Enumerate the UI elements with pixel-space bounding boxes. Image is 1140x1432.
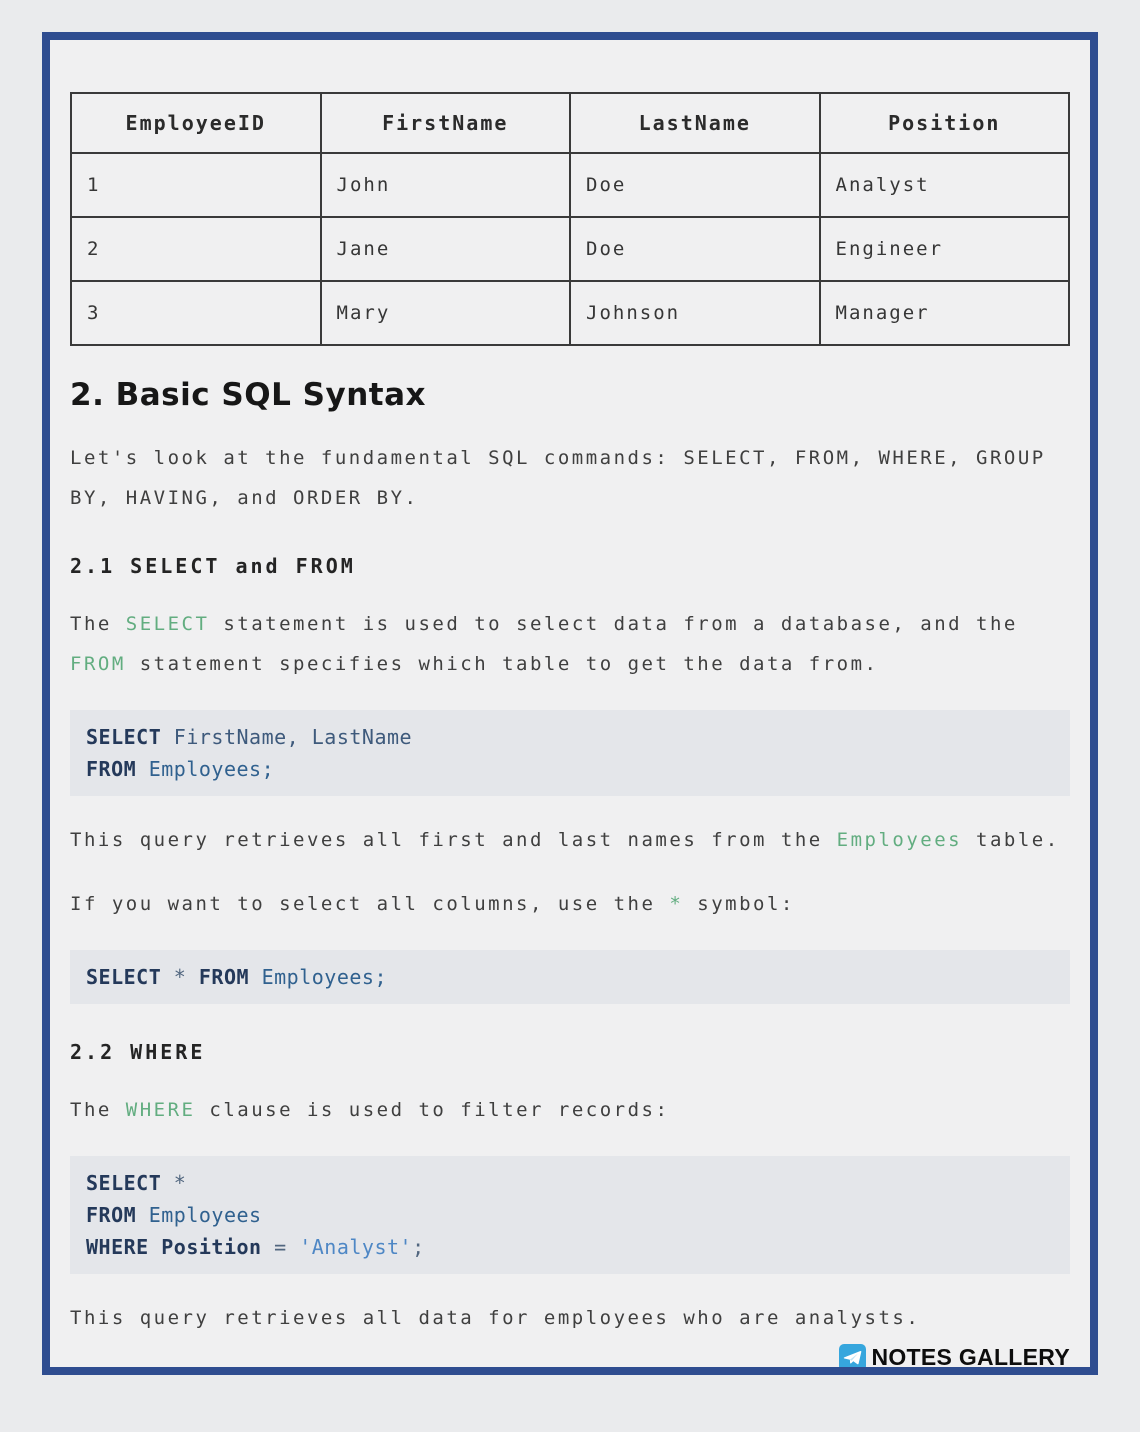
- text-segment: WHERE Position: [86, 1235, 262, 1259]
- table-cell: Analyst: [818, 152, 1070, 218]
- text-segment: SELECT: [86, 1171, 162, 1195]
- table-cell: 2: [70, 216, 322, 282]
- column-header: FirstName: [319, 92, 571, 154]
- text-segment: WHERE: [125, 1099, 196, 1121]
- where-description: The WHERE clause is used to filter recor…: [70, 1090, 1070, 1130]
- column-header: EmployeeID: [70, 92, 322, 154]
- text-segment: The: [70, 613, 126, 635]
- text-segment: *: [173, 1171, 187, 1195]
- code-block-where-filter: SELECT * FROM Employees WHERE Position =…: [70, 1156, 1070, 1274]
- telegram-icon: [839, 1344, 867, 1367]
- text-segment: Employees;: [136, 757, 275, 781]
- column-header: Position: [818, 92, 1070, 154]
- code-block-select-all: SELECT * FROM Employees;: [70, 950, 1070, 1004]
- table-cell: Mary: [319, 280, 571, 346]
- text-segment: Employees;: [249, 965, 387, 989]
- subsection-title-select-from: 2.1 SELECT and FROM: [70, 554, 356, 578]
- table-cell: Doe: [569, 216, 821, 282]
- text-segment: statement specifies which table to get t…: [125, 653, 879, 675]
- text-segment: FROM: [86, 1203, 137, 1227]
- text-segment: ;: [412, 1235, 425, 1259]
- text-segment: This query retrieves all first and last …: [70, 829, 837, 851]
- select-all-columns-note: If you want to select all columns, use t…: [70, 884, 1070, 924]
- table-cell: Manager: [818, 280, 1070, 346]
- notes-gallery-logo: NOTES GALLERY: [70, 1344, 1070, 1370]
- query-retrieves-note: This query retrieves all first and last …: [70, 820, 1070, 860]
- text-segment: *: [161, 965, 199, 989]
- table-cell: Doe: [569, 152, 821, 218]
- text-segment: Employees: [836, 829, 963, 851]
- column-header: LastName: [569, 92, 821, 154]
- text-segment: *: [669, 893, 684, 915]
- text-segment: statement is used to select data from a …: [209, 613, 1018, 635]
- code-block-select-columns: SELECT FirstName, LastName FROM Employee…: [70, 710, 1070, 796]
- text-segment: The: [70, 1099, 126, 1121]
- text-segment: =: [261, 1235, 300, 1259]
- text-segment: If you want to select all columns, use t…: [70, 893, 670, 915]
- text-segment: Employees: [148, 1203, 262, 1227]
- section-title: 2. Basic SQL Syntax: [70, 377, 426, 413]
- brand-name: NOTES GALLERY: [871, 1344, 1070, 1370]
- table-cell: Johnson: [569, 280, 821, 346]
- text-segment: FROM: [198, 965, 250, 989]
- subsection-title-where: 2.2 WHERE: [70, 1040, 206, 1064]
- table-cell: 1: [70, 152, 322, 218]
- table-cell: John: [319, 152, 571, 218]
- text-segment: clause is used to filter records:: [195, 1099, 670, 1121]
- text-segment: table.: [962, 829, 1060, 851]
- text-segment: 'Analyst': [299, 1235, 413, 1259]
- text-segment: SELECT: [86, 725, 162, 749]
- analysts-note: This query retrieves all data for employ…: [70, 1307, 921, 1329]
- intro-paragraph: Let's look at the fundamental SQL comman…: [70, 447, 1046, 509]
- table-cell: Engineer: [818, 216, 1070, 282]
- select-from-description: The SELECT statement is used to select d…: [70, 604, 1070, 684]
- table-cell: 3: [70, 280, 322, 346]
- text-segment: FirstName, LastName: [173, 725, 413, 749]
- text-segment: FROM: [86, 757, 137, 781]
- text-segment: SELECT: [86, 965, 162, 989]
- text-segment: SELECT: [125, 613, 210, 635]
- text-segment: symbol:: [683, 893, 795, 915]
- table-cell: Jane: [319, 216, 571, 282]
- text-segment: FROM: [70, 653, 126, 675]
